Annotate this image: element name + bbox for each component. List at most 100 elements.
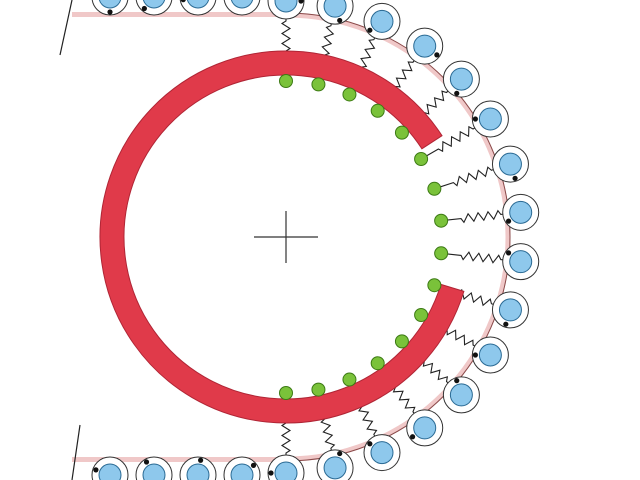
green-ball-5 bbox=[394, 125, 409, 140]
roller-bottom-4-dot bbox=[250, 462, 257, 468]
roller-top-1-dot bbox=[107, 9, 113, 15]
roller-arc-15-core bbox=[323, 456, 347, 480]
roller-arc-2 bbox=[316, 0, 354, 25]
crosshair-icon bbox=[254, 211, 318, 263]
roller-arc-9 bbox=[502, 243, 540, 281]
roller-bottom-2-core bbox=[142, 463, 166, 480]
belt-bottom-band bbox=[72, 457, 286, 462]
roller-arc-15 bbox=[316, 449, 354, 480]
green-ball-11 bbox=[414, 308, 429, 322]
roller-top-4-core bbox=[230, 0, 254, 9]
spring-8 bbox=[441, 209, 521, 224]
green-ball-13 bbox=[370, 356, 385, 371]
roller-bottom-1 bbox=[91, 456, 129, 480]
roller-top-3-core bbox=[186, 0, 210, 9]
roller-top-4 bbox=[223, 0, 261, 16]
roller-arc-5-core bbox=[449, 67, 473, 91]
roller-arc-13-core bbox=[413, 416, 437, 440]
roller-arc-4-dot bbox=[434, 52, 440, 58]
roller-arc-10-core bbox=[498, 298, 522, 322]
green-ball-14 bbox=[342, 372, 357, 387]
red-arc-shape bbox=[99, 50, 465, 424]
roller-bottom-3-core bbox=[186, 463, 210, 480]
roller-arc-13-dot bbox=[409, 434, 416, 440]
roller-bottom-2-dot bbox=[143, 459, 150, 465]
roller-top-1 bbox=[91, 0, 129, 16]
roller-arc-11-core bbox=[478, 343, 502, 367]
roller-arc-5-dot bbox=[454, 90, 460, 96]
roller-top-2 bbox=[135, 0, 173, 16]
roller-top-2-core bbox=[142, 0, 166, 9]
roller-arc-4 bbox=[406, 27, 444, 65]
roller-arc-10-dot bbox=[503, 321, 509, 327]
belt-entry-line-bottom bbox=[71, 424, 81, 480]
roller-arc-13 bbox=[406, 409, 444, 447]
belt-entry-line-top bbox=[59, 0, 73, 56]
roller-top-3 bbox=[179, 0, 217, 16]
roller-bottom-4 bbox=[223, 456, 261, 480]
green-ball-8 bbox=[434, 213, 449, 228]
roller-arc-9-core bbox=[509, 250, 533, 274]
roller-arc-15-dot bbox=[337, 450, 343, 457]
roller-arc-16-core bbox=[274, 461, 298, 480]
roller-arc-8-dot bbox=[505, 218, 512, 224]
red-arc bbox=[99, 50, 465, 424]
roller-arc-3 bbox=[363, 2, 401, 40]
green-ball-16 bbox=[279, 386, 293, 400]
belt-arc-edge bbox=[285, 12, 511, 462]
roller-bottom-3 bbox=[179, 456, 217, 480]
spring-7 bbox=[434, 163, 511, 190]
roller-bottom-1-dot bbox=[93, 467, 99, 473]
roller-arc-8 bbox=[502, 193, 540, 231]
roller-arc-12-dot bbox=[454, 378, 460, 384]
roller-arc-1 bbox=[267, 0, 305, 20]
green-ball-4 bbox=[370, 103, 385, 118]
roller-arc-8-core bbox=[509, 200, 533, 224]
belt-top-band bbox=[72, 12, 286, 17]
roller-arc-5 bbox=[442, 60, 480, 98]
roller-arc-14-dot bbox=[367, 441, 373, 447]
green-ball-3 bbox=[342, 87, 357, 102]
roller-arc-6 bbox=[471, 100, 509, 138]
roller-top-1-core bbox=[98, 0, 122, 9]
roller-arc-6-dot bbox=[472, 116, 478, 122]
roller-arc-2-core bbox=[323, 0, 347, 18]
green-ball-1 bbox=[279, 74, 293, 88]
roller-arc-14-core bbox=[370, 441, 394, 465]
roller-top-2-dot bbox=[141, 5, 147, 12]
roller-arc-3-core bbox=[370, 9, 394, 33]
spring-9 bbox=[441, 251, 521, 264]
roller-arc-11 bbox=[471, 336, 509, 374]
roller-arc-6-core bbox=[478, 107, 502, 131]
roller-arc-12-core bbox=[449, 383, 473, 407]
roller-arc-16-dot bbox=[268, 470, 274, 476]
roller-top-3-dot bbox=[180, 0, 186, 3]
green-ball-6 bbox=[414, 152, 429, 166]
roller-arc-16 bbox=[267, 454, 305, 480]
outer-rollers bbox=[91, 0, 540, 480]
roller-arc-11-dot bbox=[472, 352, 478, 358]
roller-arc-9-dot bbox=[505, 250, 512, 256]
belt-arc-band bbox=[285, 12, 511, 462]
roller-bottom-3-dot bbox=[198, 457, 204, 463]
roller-bottom-4-core bbox=[230, 463, 254, 480]
roller-arc-7 bbox=[491, 145, 529, 183]
roller-arc-1-core bbox=[274, 0, 298, 13]
roller-arc-12 bbox=[442, 376, 480, 414]
spring-6 bbox=[420, 118, 491, 160]
green-ball-7 bbox=[427, 181, 442, 196]
roller-arc-1-dot bbox=[298, 0, 304, 4]
roller-arc-7-dot bbox=[512, 175, 518, 181]
roller-arc-7-core bbox=[498, 152, 522, 176]
roller-bottom-1-core bbox=[98, 463, 122, 480]
roller-arc-2-dot bbox=[337, 17, 343, 24]
green-ball-12 bbox=[394, 334, 409, 349]
green-ball-9 bbox=[434, 246, 449, 261]
roller-arc-14 bbox=[363, 434, 401, 472]
roller-bottom-2 bbox=[135, 456, 173, 480]
green-ball-15 bbox=[311, 382, 326, 397]
green-ball-10 bbox=[427, 278, 442, 293]
green-contact-balls bbox=[279, 74, 449, 400]
